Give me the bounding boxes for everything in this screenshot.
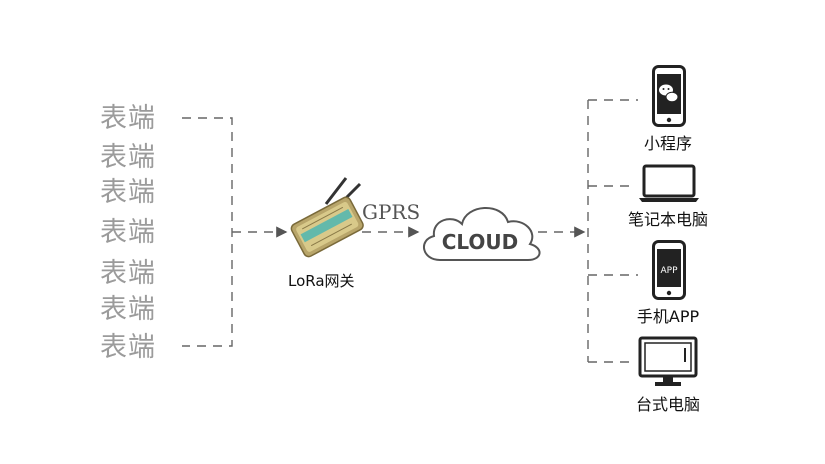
meter-label: 表端: [100, 332, 156, 363]
gprs-label: GPRS: [362, 200, 421, 224]
app-phone-icon: APP: [652, 240, 686, 300]
meter-label: 表端: [100, 217, 156, 248]
cloud-label: CLOUD: [442, 230, 519, 254]
meter-bracket-line: [182, 117, 233, 347]
desktop-monitor-icon: [638, 336, 698, 386]
meter-label: 表端: [100, 258, 156, 289]
device-label-laptop: 笔记本电脑: [627, 210, 709, 229]
phone-screen-text: APP: [660, 266, 678, 276]
meter-label: 表端: [100, 294, 156, 325]
cloud-icon: CLOUD: [423, 207, 541, 261]
device-label-mini-program: 小程序: [643, 134, 693, 153]
lora-gateway-icon: [290, 177, 364, 258]
meter-label: 表端: [100, 177, 156, 208]
device-label-mobile-app: 手机APP: [636, 307, 700, 326]
meter-label: 表端: [100, 103, 156, 134]
meter-label: 表端: [100, 142, 156, 173]
wechat-phone-icon: [652, 65, 686, 127]
device-label-desktop: 台式电脑: [635, 395, 701, 414]
laptop-icon: [639, 164, 699, 202]
gateway-label: LoRa网关: [288, 272, 355, 290]
